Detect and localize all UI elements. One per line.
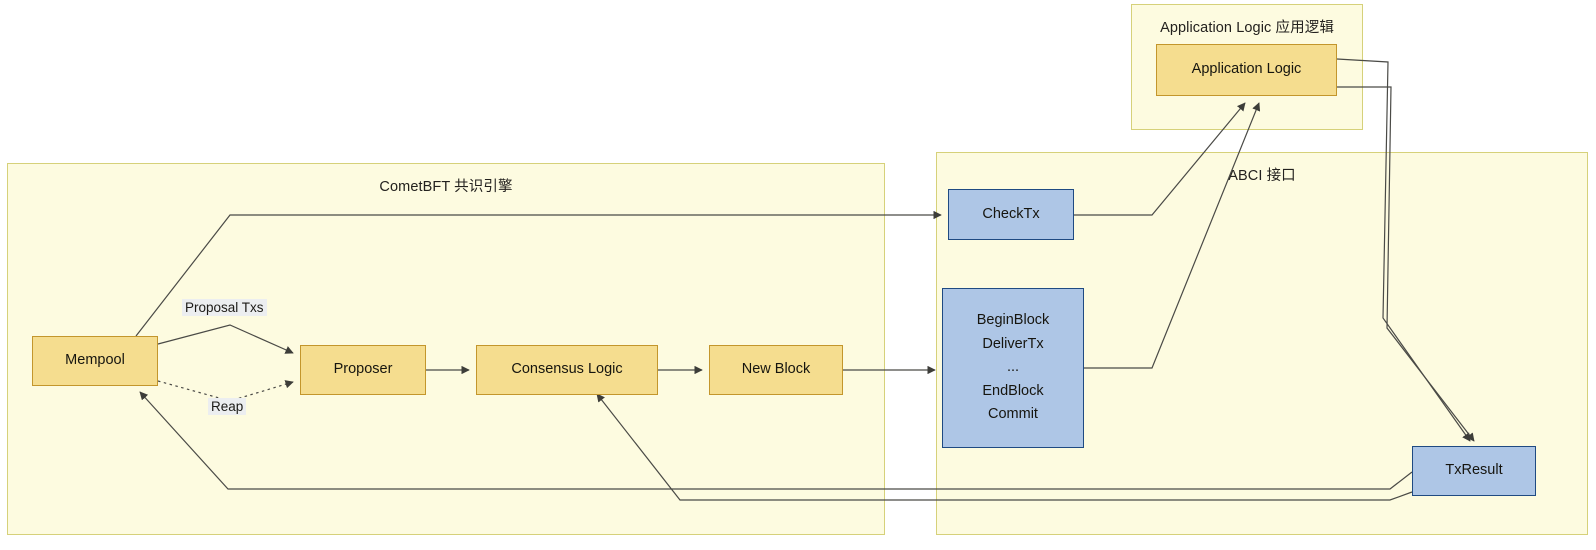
edge-label-proposal-txs: Proposal Txs	[182, 299, 267, 316]
node-block-execution-line-endblock: EndBlock	[982, 382, 1044, 399]
edge-label-reap: Reap	[208, 398, 247, 415]
group-abci-title: ABCI 接口	[1228, 168, 1296, 184]
node-new-block[interactable]: New Block	[709, 345, 843, 395]
node-txresult[interactable]: TxResult	[1412, 446, 1536, 496]
node-proposer[interactable]: Proposer	[300, 345, 426, 395]
node-mempool-label: Mempool	[65, 352, 125, 369]
node-block-execution-line-commit: Commit	[988, 406, 1038, 423]
node-block-execution-line-ellipsis: ...	[1006, 359, 1020, 376]
node-application-logic-label: Application Logic	[1191, 61, 1302, 78]
node-consensus-logic-label: Consensus Logic	[511, 361, 623, 378]
node-proposer-label: Proposer	[333, 361, 393, 378]
node-block-execution-line-delivertx: DeliverTx	[982, 335, 1044, 352]
node-txresult-label: TxResult	[1445, 462, 1503, 479]
node-block-execution-line-beginblock: BeginBlock	[976, 312, 1050, 329]
node-checktx-label: CheckTx	[982, 205, 1040, 222]
node-checktx[interactable]: CheckTx	[948, 189, 1074, 240]
node-new-block-label: New Block	[741, 361, 811, 378]
node-application-logic[interactable]: Application Logic	[1156, 44, 1337, 96]
node-mempool[interactable]: Mempool	[32, 336, 158, 386]
node-consensus-logic[interactable]: Consensus Logic	[476, 345, 658, 395]
group-cometbft-title: CometBFT 共识引擎	[379, 179, 513, 195]
node-block-execution[interactable]: BeginBlock DeliverTx ... EndBlock Commit	[942, 288, 1084, 448]
group-application-logic-title: Application Logic 应用逻辑	[1160, 20, 1334, 36]
